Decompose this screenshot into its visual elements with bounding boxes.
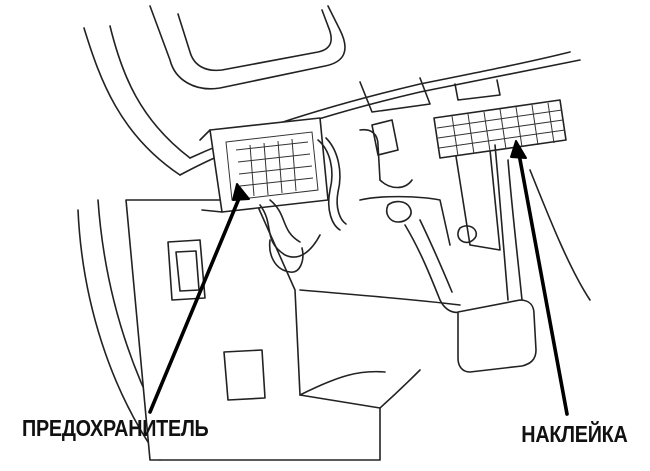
brake-pedal (457, 144, 591, 373)
floor-outline (299, 289, 461, 409)
kick-panel (125, 199, 386, 461)
fuse-box (199, 117, 329, 213)
sticker-pointer-arrow (510, 140, 569, 416)
glove-box (149, 5, 346, 90)
wire-harness (259, 137, 347, 273)
sticker-panel (433, 99, 567, 159)
fuse-pointer-arrow (148, 183, 250, 414)
sticker-label: НАКЛЕЙКА (521, 421, 628, 447)
pedal-bracket (359, 77, 501, 314)
fuse-label: ПРЕДОХРАНИТЕЛЬ (22, 415, 209, 441)
